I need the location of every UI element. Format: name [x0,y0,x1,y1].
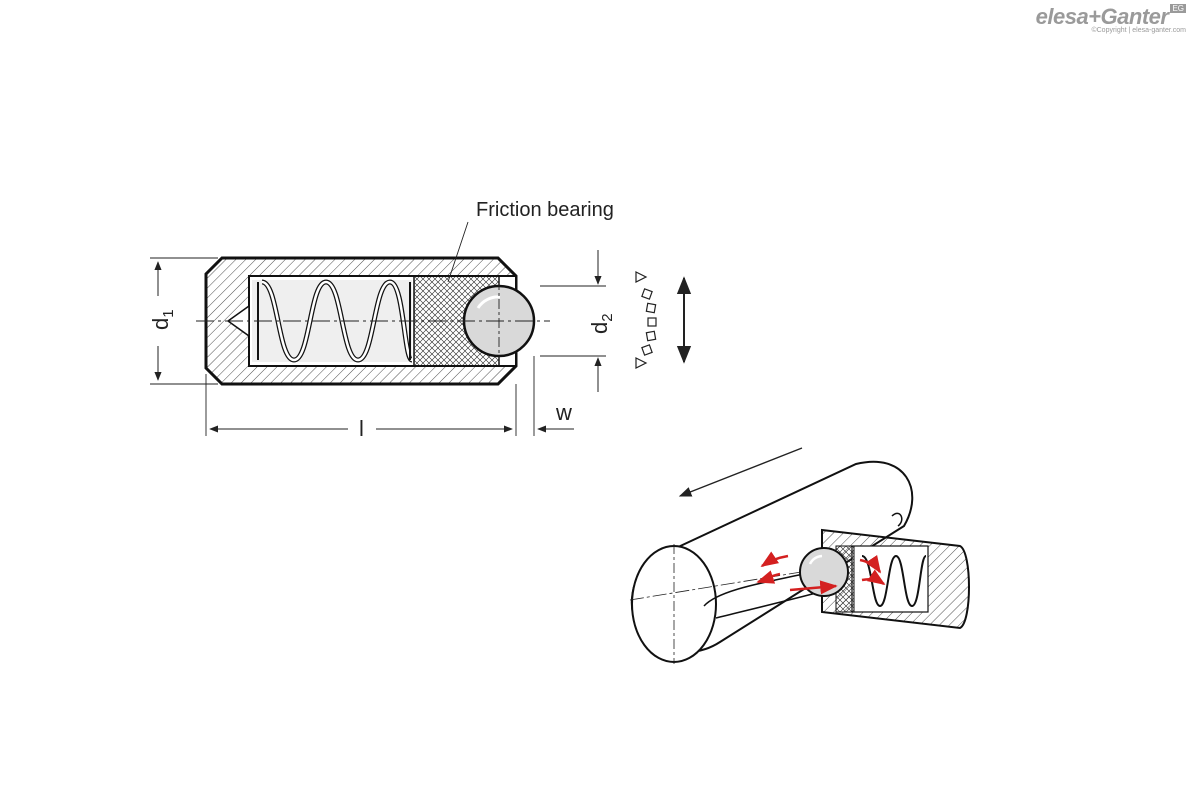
w-label: w [555,400,572,425]
mini-spring [861,554,927,608]
brand-badge: EG [1170,4,1186,13]
application-view [629,447,970,664]
l-label: l [359,416,364,441]
red-force-arrows [756,551,886,595]
shaft-motion-arrow [678,447,803,497]
rotation-symbol [635,271,657,369]
friction-bearing-leader [447,221,469,283]
friction-bearing-label: Friction bearing [476,199,614,221]
brand-copyright: ©Copyright | elesa-ganter.com [1091,27,1186,34]
section-view [196,256,550,386]
d1-label: d1 [148,309,177,330]
brand-name: elesa+Ganter [1035,4,1169,29]
dimensions: d1 d2 l w Friction bearing [146,199,616,441]
d2-label: d2 [587,313,616,334]
